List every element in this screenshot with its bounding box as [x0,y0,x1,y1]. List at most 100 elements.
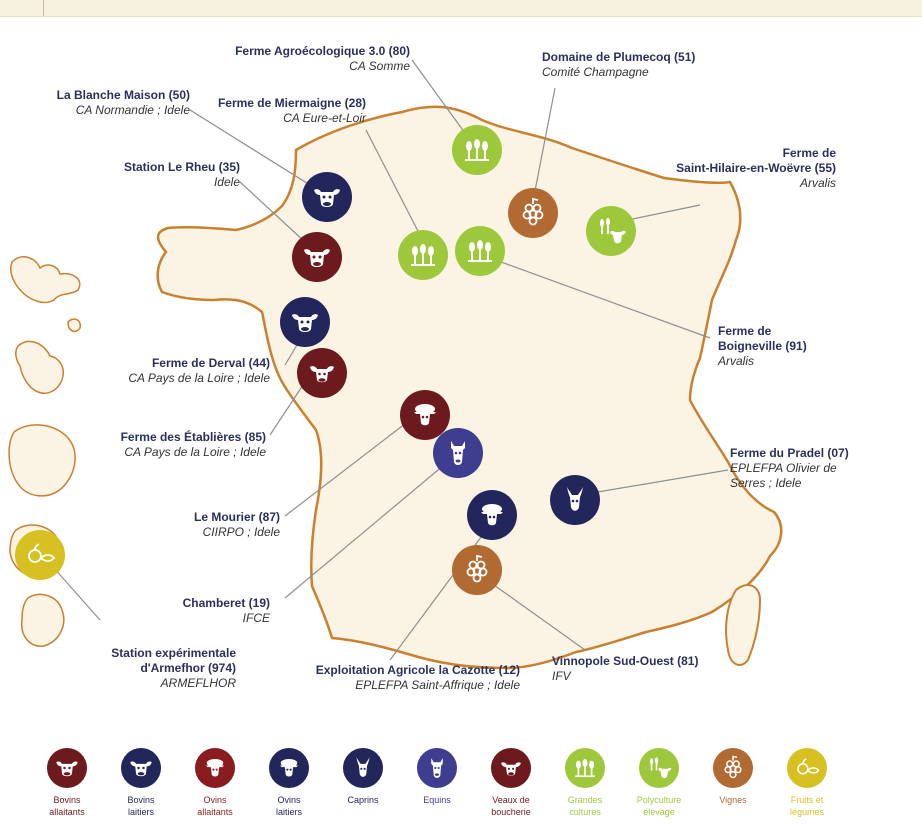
ovins-allaitants-icon [414,404,436,426]
badge-cazotte[interactable] [467,490,517,540]
caprins-icon [343,748,383,788]
label-miermaigne: Ferme de Miermaigne (28) CA Eure-et-Loir [200,96,366,126]
bovins-laitiers-icon [314,189,340,207]
ovins-laitiers-icon [269,748,309,788]
legend-label-line1: Veaux de [492,795,530,805]
polyculture-elevage-icon [600,218,626,244]
equins-icon [417,748,457,788]
badge-saint-hilaire[interactable] [586,206,636,256]
farm-org: IFCE [242,611,270,625]
farm-org: CA Eure-et-Loir [283,111,366,125]
label-boigneville: Ferme de Boigneville (91) Arvalis [718,324,807,369]
legend-item-vignes: Vignes [696,748,770,806]
label-armefhor: Station expérimentale d'Armefhor (974) A… [60,646,236,691]
legend-label-line1: Equins [423,795,451,805]
legend-label-line2: allaitants [197,807,233,817]
farm-org: CIIRPO ; Idele [202,525,280,539]
bovins-laitiers-icon [121,748,161,788]
legend-label-line2: boucherie [491,807,531,817]
farm-org: ARMEFLHOR [160,676,236,690]
equins-icon [451,441,465,465]
grandes-cultures-icon [468,240,492,262]
fruits-et-legumes-icon [787,748,827,788]
farm-org: EPLEFPA Saint-Affrique ; Idele [355,678,520,692]
farm-name: Exploitation Agricole la Cazotte (12) [315,663,520,677]
legend-label-line1: Bovins [53,795,81,805]
island-guyane [8,424,76,497]
caprins-icon [567,487,583,511]
farm-name: Ferme des Établières (85) [120,430,266,444]
farm-org: CA Pays de la Loire ; Idele [124,445,266,459]
badge-mourier[interactable] [400,390,450,440]
badge-blanche-maison[interactable] [302,172,352,222]
badge-chamberet[interactable] [433,428,483,478]
badge-plumecoq[interactable] [508,188,558,238]
legend-item-caprins: Caprins [326,748,400,806]
label-cazotte: Exploitation Agricole la Cazotte (12) EP… [270,663,520,693]
farm-org: Idele [213,175,240,189]
farm-org: Comité Champagne [542,65,649,79]
farm-name: Station Le Rheu (35) [123,160,240,174]
island-small [67,318,82,333]
badge-agroecologique[interactable] [452,125,502,175]
legend-label-line2: cultures [569,807,601,817]
badge-pradel[interactable] [550,475,600,525]
farm-name: Ferme de Derval (44) [151,356,270,370]
grandes-cultures-icon [411,244,435,266]
label-chamberet: Chamberet (19) IFCE [130,596,270,626]
farm-name: Ferme du Pradel (07) [730,446,849,460]
farm-name: Ferme Agroécologique 3.0 (80) [235,44,410,58]
legend-label-line1: Grandes [567,795,603,805]
badge-miermaigne[interactable] [398,230,448,280]
top-strip [0,0,922,17]
farm-name: La Blanche Maison (50) [56,88,190,102]
top-strip-divider [43,0,44,16]
badge-etablieres[interactable] [297,348,347,398]
farm-name: Domaine de Plumecoq (51) [542,50,696,64]
legend-label-line2: allaitants [49,807,85,817]
legend-label-line2: légumes [789,807,825,817]
badge-vinnopole[interactable] [452,545,502,595]
farm-org: CA Pays de la Loire ; Idele [128,371,270,385]
farm-name-line2: Saint-Hilaire-en-Woëvre (55) [676,161,836,175]
legend-item-bovins-laitiers: Bovins laitiers [104,748,178,818]
polyculture-elevage-icon [639,748,679,788]
legend-label-line2: laitiers [127,807,154,817]
farm-org-line1: EPLEFPA Olivier de [730,461,837,475]
island-martinique [10,256,81,304]
island-guadeloupe [15,340,64,394]
legend-item-equins: Equins [400,748,474,806]
farm-name-line1: Ferme de [782,146,836,160]
legend-item-polyculture-elevage: Polyculture élevage [622,748,696,818]
label-pradel: Ferme du Pradel (07) EPLEFPA Olivier de … [730,446,849,491]
legend-label-line1: Polyculture [636,795,682,805]
legend-label-line1: Bovins [127,795,155,805]
legend-label-line2: élevage [643,807,675,817]
label-le-rheu: Station Le Rheu (35) Idele [80,160,240,190]
farm-name: Ferme de Miermaigne (28) [217,96,366,110]
badge-boigneville[interactable] [455,226,505,276]
farm-name: Vinnopole Sud-Ouest (81) [552,654,699,668]
ovins-allaitants-icon [195,748,235,788]
legend-label-line1: Vignes [719,795,747,805]
veaux-de-boucherie-icon [491,748,531,788]
farm-name: Le Mourier (87) [193,510,280,524]
legend-label-line2: laitiers [275,807,302,817]
label-plumecoq: Domaine de Plumecoq (51) Comité Champagn… [542,50,695,80]
label-etablieres: Ferme des Établières (85) CA Pays de la … [76,430,266,460]
grandes-cultures-icon [565,748,605,788]
badge-le-rheu[interactable] [292,232,342,282]
farm-org: Arvalis [718,354,755,368]
label-vinnopole: Vinnopole Sud-Ouest (81) IFV [552,654,698,684]
fruits-et-legumes-icon [28,543,56,563]
badge-derval[interactable] [280,297,330,347]
vignes-icon [522,197,544,226]
farm-org: IFV [552,669,571,683]
farm-name-line2: Boigneville (91) [718,339,807,353]
badge-armefhor[interactable] [15,530,65,580]
label-agroecologique: Ferme Agroécologique 3.0 (80) CA Somme [180,44,410,74]
